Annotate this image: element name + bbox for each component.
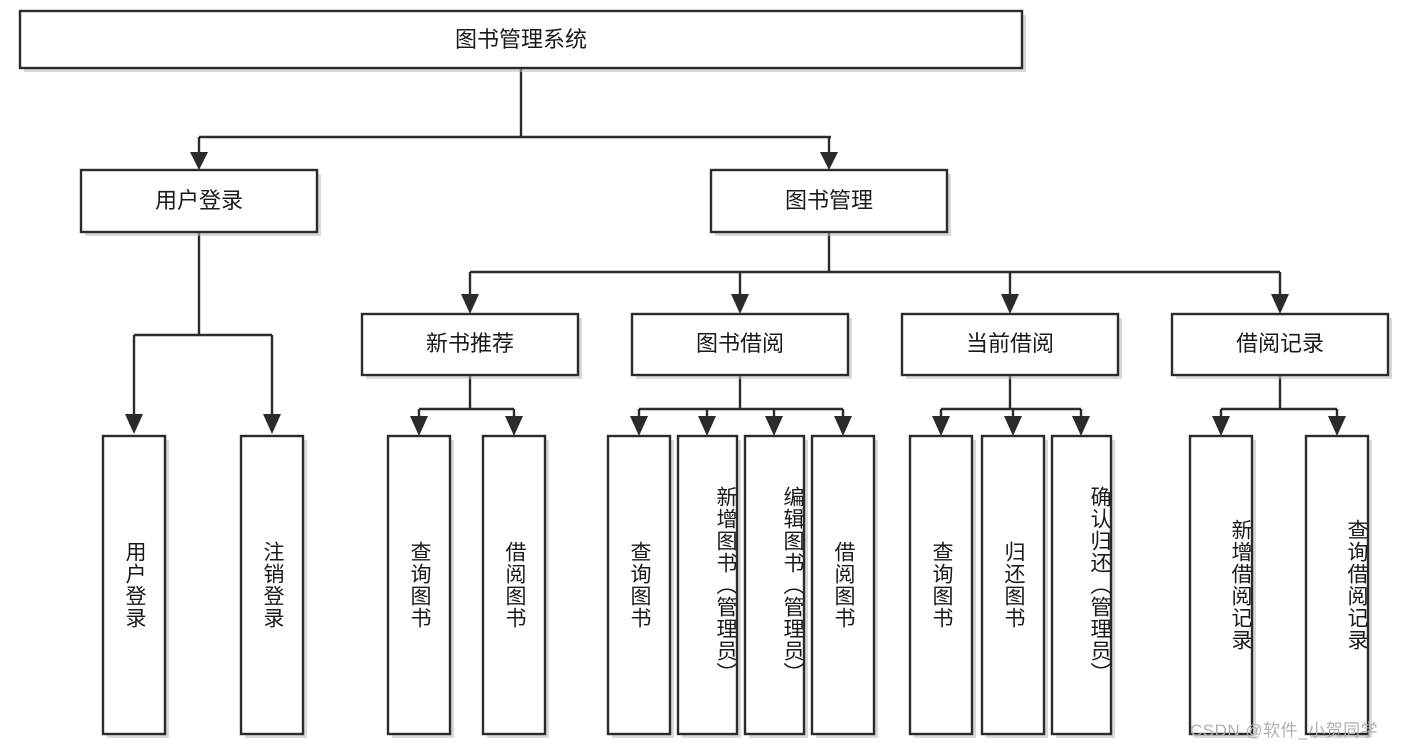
- arrow-to-leaf-user-login: [125, 414, 143, 434]
- borrow-record-node-label: 借阅记录: [1236, 331, 1324, 356]
- arrow-to-leaf-query-books-1: [410, 416, 428, 436]
- leaf-query-books-2-box[interactable]: [606, 434, 672, 736]
- borrow-record-node-box[interactable]: [1170, 312, 1390, 377]
- root-node-box[interactable]: [18, 9, 1024, 70]
- arrow-to-borrow-record: [1271, 294, 1289, 314]
- leaf-return-books-box[interactable]: [980, 434, 1046, 736]
- leaf-edit-book-box[interactable]: [743, 434, 806, 736]
- current-borrow-node-box[interactable]: [900, 312, 1120, 377]
- watermark-text: CSDN @软件_小贺同学: [1190, 721, 1379, 740]
- arrow-to-leaf-borrow-books-2: [834, 416, 852, 436]
- leaf-borrow-books-1-box[interactable]: [481, 434, 547, 736]
- user-login-node-label: 用户登录: [155, 188, 243, 213]
- arrow-to-leaf-logout: [263, 414, 281, 434]
- connector-book-mgmt-bus: [468, 232, 1282, 298]
- arrow-to-leaf-confirm-return: [1072, 416, 1090, 436]
- arrow-to-leaf-borrow-books-1: [505, 416, 523, 436]
- book-borrow-node-label: 图书借阅: [696, 331, 784, 356]
- user-login-node-box[interactable]: [79, 168, 319, 234]
- arrow-to-book-mgmt: [820, 152, 838, 170]
- connector-root-bus: [197, 68, 831, 155]
- arrow-to-current-borrow: [1001, 294, 1019, 314]
- leaf-add-record-box[interactable]: [1188, 434, 1254, 736]
- arrow-to-leaf-add-book: [698, 416, 716, 436]
- book-mgmt-node-box[interactable]: [709, 168, 949, 234]
- arrow-to-new-book-rec: [461, 294, 479, 314]
- current-borrow-node-label: 当前借阅: [966, 331, 1054, 356]
- arrow-to-leaf-query-books-2: [630, 416, 648, 436]
- node-layer: 图书管理系统 用户登录 图书管理 新书推荐 图书借阅 当前借阅: [18, 9, 1392, 379]
- arrow-to-leaf-query-books-3: [932, 416, 950, 436]
- arrow-to-leaf-edit-book: [765, 416, 783, 436]
- new-book-rec-node-label: 新书推荐: [426, 331, 514, 356]
- arrow-to-book-borrow: [731, 294, 749, 314]
- book-borrow-node-box[interactable]: [630, 312, 850, 377]
- leaf-query-books-1-box[interactable]: [386, 434, 452, 736]
- connector-book-borrow-bus: [637, 375, 845, 420]
- leaf-add-book-box[interactable]: [676, 434, 739, 736]
- arrow-to-leaf-return-books: [1004, 416, 1022, 436]
- leaf-query-books-3-box[interactable]: [908, 434, 974, 736]
- connector-user-login-bus: [132, 232, 274, 418]
- connector-current-borrow-bus: [939, 375, 1083, 420]
- leaf-box-layer: [101, 434, 1372, 738]
- arrow-to-leaf-query-record: [1328, 416, 1346, 436]
- new-book-rec-node-box[interactable]: [360, 312, 580, 377]
- book-mgmt-node-label: 图书管理: [785, 188, 873, 213]
- leaf-confirm-return-box[interactable]: [1050, 434, 1113, 736]
- leaf-borrow-books-2-box[interactable]: [810, 434, 876, 736]
- leaf-user-login-box[interactable]: [101, 434, 167, 736]
- arrow-to-user-login: [190, 152, 208, 170]
- leaf-logout-box[interactable]: [239, 434, 305, 736]
- leaf-query-record-box[interactable]: [1304, 434, 1370, 736]
- connector-new-book-rec-bus: [417, 375, 516, 420]
- root-node-label: 图书管理系统: [455, 27, 587, 52]
- connector-borrow-record-bus: [1219, 375, 1339, 420]
- arrow-to-leaf-add-record: [1212, 416, 1230, 436]
- connector-layer: [125, 68, 1346, 436]
